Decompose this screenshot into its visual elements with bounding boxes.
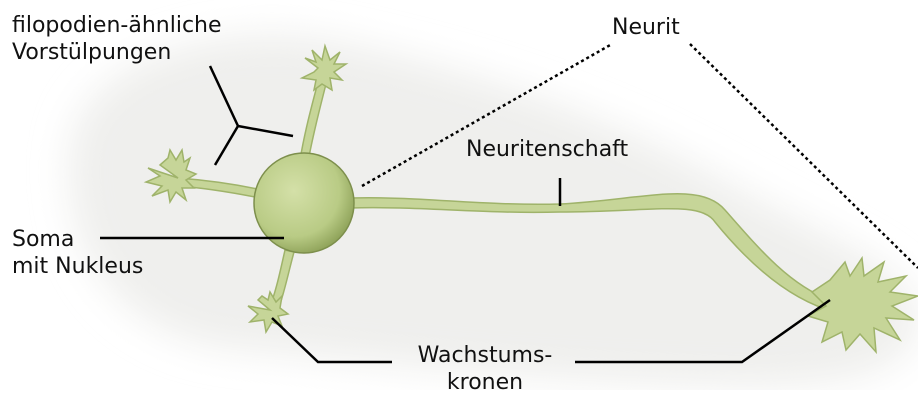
wachstumskronen-label: Wachstums- kronen xyxy=(400,342,570,396)
neurit-label: Neurit xyxy=(612,14,680,41)
soma-label-line1: Soma xyxy=(12,226,143,253)
filopodia-label: filopodien-ähnliche Vorstülpungen xyxy=(12,12,222,66)
neuritenschaft-label: Neuritenschaft xyxy=(466,136,628,163)
wachstumskronen-label-line1: Wachstums- xyxy=(400,342,570,369)
wachstumskronen-label-line2: kronen xyxy=(400,369,570,396)
filopodia-label-line2: Vorstülpungen xyxy=(12,39,222,66)
soma-label-line2: mit Nukleus xyxy=(12,253,143,280)
filopodia-label-line1: filopodien-ähnliche xyxy=(12,12,222,39)
soma-label: Soma mit Nukleus xyxy=(12,226,143,280)
